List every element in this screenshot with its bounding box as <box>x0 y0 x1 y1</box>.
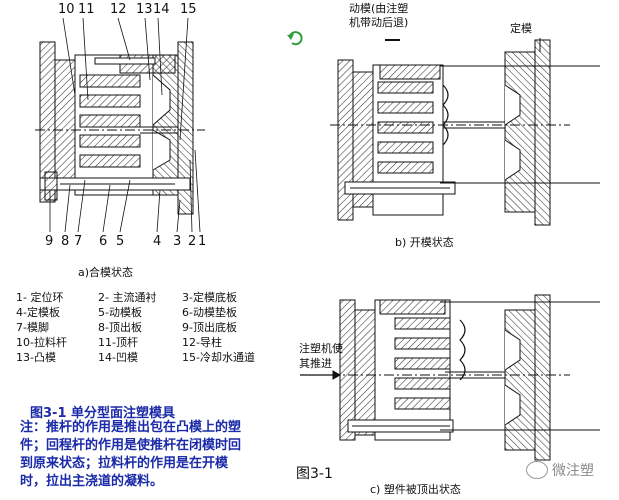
part-number: 8 <box>61 234 70 249</box>
note-line: 件；回程杆的作用是使推杆在闭模时回 <box>20 438 242 453</box>
note-paragraph: 注：推杆的作用是推出包在凸模上的塑 件；回程杆的作用是使推杆在闭模时回 到原来状… <box>20 419 241 491</box>
part-number: 9 <box>45 234 54 249</box>
part-number: 6 <box>99 234 108 249</box>
watermark-text: 微注塑 <box>552 463 594 479</box>
part-number: 10 <box>58 2 75 17</box>
moving-mold-label: 动模(由注塑 <box>349 2 409 15</box>
part-number: 2 <box>188 234 197 249</box>
leaders-top-a <box>62 17 189 141</box>
refresh-icon <box>287 31 303 46</box>
moving-mold-label: 机带动后退) <box>349 16 409 29</box>
part-number: 4 <box>153 234 162 249</box>
note-line: 时，拉出主浇道的凝料。 <box>20 474 164 489</box>
drawing-c-ejected <box>300 294 600 461</box>
part-number: 15 <box>180 2 197 17</box>
caption-a: a)合模状态 <box>78 266 134 279</box>
drawing-b-open <box>330 38 600 226</box>
figure-title: 图3-1 单分型面注塑模具 <box>30 406 176 421</box>
part-number: 13 <box>136 2 153 17</box>
note-line: 注：推杆的作用是推出包在凸模上的塑 <box>20 420 242 435</box>
leaders-bottom-a <box>49 149 201 233</box>
caption-c: c) 塑件被顶出状态 <box>370 483 461 496</box>
part-number: 12 <box>110 2 127 17</box>
part-number: 11 <box>78 2 95 17</box>
watermark: 微注塑 <box>526 460 594 480</box>
injection-push-label: 注塑机使 <box>299 342 343 355</box>
fixed-mold-label: 定模 <box>510 22 532 35</box>
part-number: 3 <box>173 234 182 249</box>
part-number: 14 <box>153 2 170 17</box>
part-number: 7 <box>74 234 83 249</box>
injection-push-label: 其推进 <box>299 357 332 370</box>
part-number: 1 <box>198 234 207 249</box>
caption-b: b) 开模状态 <box>395 236 454 249</box>
drawing-a-closed <box>35 41 205 215</box>
note-line: 到原来状态；拉料杆的作用是在开模 <box>20 456 229 471</box>
figure-label: 图3-1 <box>296 466 333 482</box>
wechat-icon <box>526 461 548 479</box>
part-number: 5 <box>116 234 125 249</box>
